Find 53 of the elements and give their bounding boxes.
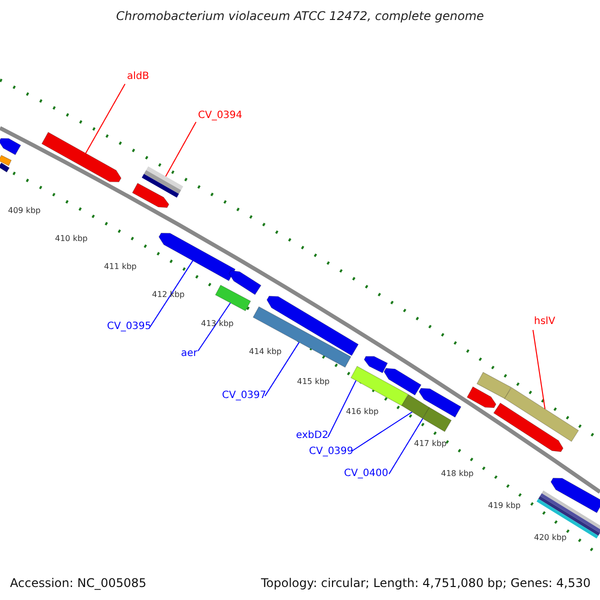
position-label: 412 kbp <box>152 291 185 300</box>
genome-info: Accession: NC_005085 <box>10 577 146 590</box>
gene-name: aldB <box>127 71 150 82</box>
gene-block <box>266 296 359 356</box>
gene-block <box>0 138 22 156</box>
gene-block <box>422 406 452 432</box>
gene-name: aer <box>181 348 198 359</box>
gene-name: CV_0395 <box>107 321 152 332</box>
title: Chromobacterium violaceum ATCC 12472, complete genome <box>115 10 485 24</box>
gene-block <box>476 372 512 400</box>
position-label: 414 kbp <box>249 348 282 357</box>
position-label: 420 kbp <box>534 534 567 543</box>
gene-name: CV_0399 <box>309 446 354 457</box>
gene-name: CV_0394 <box>198 110 242 121</box>
gene-block <box>466 386 496 408</box>
leader-line <box>150 260 194 328</box>
position-label: 415 kbp <box>297 378 330 387</box>
gene-block <box>364 356 388 374</box>
gene-block <box>401 394 430 419</box>
leader-line <box>165 122 196 177</box>
gene-name: CV_0400 <box>344 468 388 479</box>
gene-block <box>158 232 236 282</box>
position-label: 411 kbp <box>104 263 137 272</box>
gene-block <box>142 166 184 198</box>
leader-line <box>198 302 231 352</box>
position-label: 409 kbp <box>8 207 41 216</box>
leader-line <box>264 342 300 396</box>
gene-block <box>0 162 10 173</box>
position-label: 419 kbp <box>488 502 521 511</box>
position-label: 413 kbp <box>201 320 234 329</box>
gene-block <box>132 182 170 208</box>
position-label: 410 kbp <box>55 235 88 244</box>
position-label: 416 kbp <box>346 408 379 417</box>
gene-name: exbD2 <box>296 430 328 441</box>
leader-line <box>328 380 356 438</box>
gene-block <box>384 368 422 396</box>
gene-block <box>504 387 579 442</box>
gene-name: CV_0397 <box>222 390 266 401</box>
gene-block <box>350 366 408 406</box>
gene-block <box>228 270 262 296</box>
gene-block <box>493 402 564 452</box>
genome-info: Topology: circular; Length: 4,751,080 bp; Genes: 4,530 <box>261 577 591 590</box>
gene-block <box>41 132 122 182</box>
gene-block <box>550 478 600 514</box>
leader-line <box>388 418 424 474</box>
gene-name: hslV <box>534 316 556 327</box>
position-label: 418 kbp <box>441 470 474 479</box>
gene-block <box>418 388 462 418</box>
gene-block <box>215 284 251 312</box>
leader-line <box>85 84 126 154</box>
leader-line <box>532 330 546 410</box>
position-label: 417 kbp <box>414 440 447 449</box>
leader-line <box>352 412 413 452</box>
